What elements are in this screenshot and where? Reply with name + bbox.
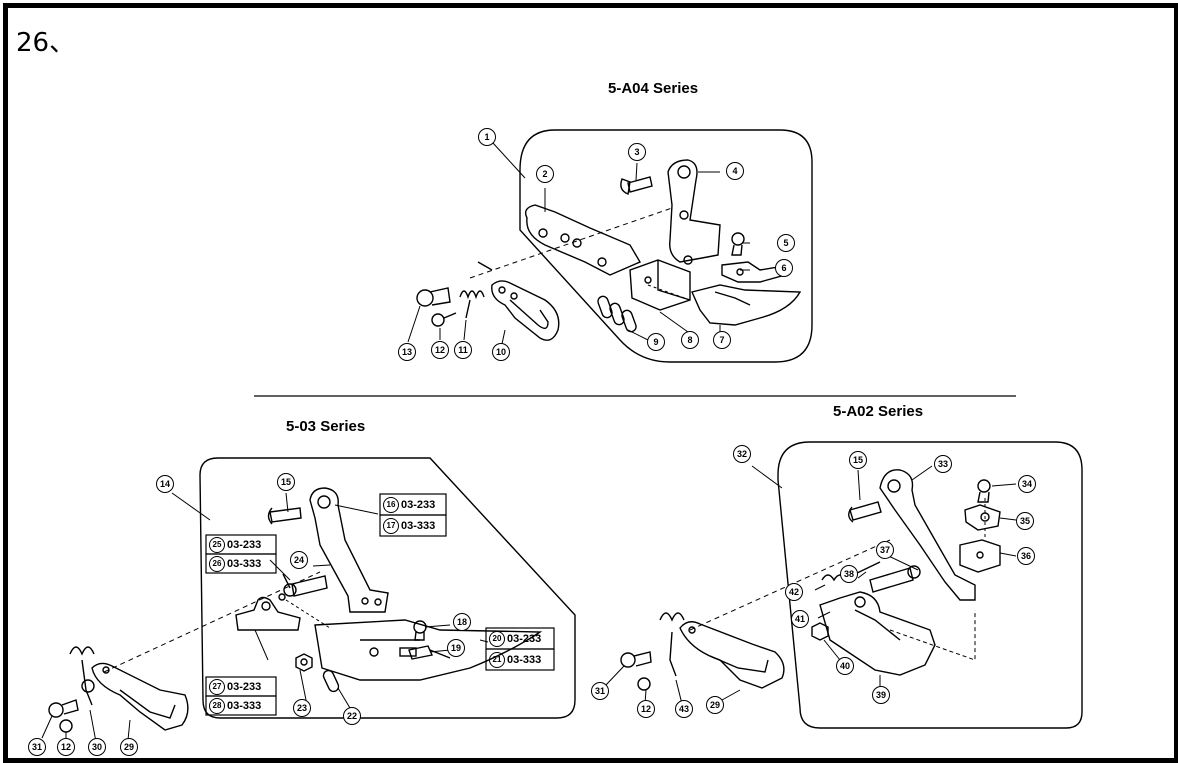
spring: [459, 261, 493, 319]
title-5-a02-series: 5-A02 Series: [833, 403, 924, 420]
part-callout-42: 42: [785, 583, 803, 601]
part-callout-10: 10: [492, 343, 510, 361]
title-5-03-series: 5-03 Series: [286, 418, 366, 435]
part-callout-17: 17: [383, 517, 399, 534]
model-code-boxes: [205, 493, 555, 716]
part-callout-7: 7: [713, 331, 731, 349]
assembly-leader: [469, 207, 673, 279]
part-callout-16: 16: [383, 496, 399, 513]
part-callout-34: 34: [1018, 475, 1036, 493]
assembly-leader: [103, 571, 321, 673]
assembly-outline-03: [199, 457, 576, 719]
model-code: 03-233: [227, 680, 262, 693]
assembly-outline-a04: [519, 129, 813, 363]
part-callout-39: 39: [872, 686, 890, 704]
part-callout-2: 2: [536, 165, 554, 183]
lifter-bracket: [879, 469, 976, 601]
group-5-a02: [604, 441, 1083, 729]
model-code: 03-233: [507, 632, 542, 645]
model-code: 03-333: [507, 653, 542, 666]
part-callout-15: 15: [277, 473, 295, 491]
model-code: 03-333: [401, 519, 436, 532]
part-callout-40: 40: [836, 657, 854, 675]
part-callout-41: 41: [791, 610, 809, 628]
part-callout-13: 13: [398, 343, 416, 361]
model-code: 03-233: [227, 538, 262, 551]
assembly-outline-a02: [777, 441, 1083, 729]
part-callout-6: 6: [775, 259, 793, 277]
spring: [659, 612, 685, 677]
part-callout-14: 14: [156, 475, 174, 493]
lift-lever: [491, 280, 560, 341]
lift-lever: [91, 662, 189, 731]
part-callout-38: 38: [840, 565, 858, 583]
part-callout-23: 23: [293, 699, 311, 717]
presser-arm: [524, 204, 642, 276]
part-callout-1: 1: [478, 128, 496, 146]
part-callout-36: 36: [1017, 547, 1035, 565]
model-code: 03-233: [401, 498, 436, 511]
part-callout-20: 20: [489, 630, 505, 647]
part-callout-31: 31: [28, 738, 46, 756]
part-callout-22: 22: [343, 707, 361, 725]
part-callout-18: 18: [453, 613, 471, 631]
spring: [69, 646, 95, 706]
part-callout-15: 15: [849, 451, 867, 469]
part-callout-43: 43: [675, 700, 693, 718]
page-number: 26、: [16, 28, 76, 58]
part-callout-19: 19: [447, 639, 465, 657]
part-callout-25: 25: [209, 536, 225, 553]
part-callout-9: 9: [647, 333, 665, 351]
part-callout-37: 37: [876, 541, 894, 559]
part-callout-8: 8: [681, 331, 699, 349]
part-callout-11: 11: [454, 341, 472, 359]
part-callout-21: 21: [489, 651, 505, 668]
part-callout-12: 12: [431, 341, 449, 359]
part-callout-3: 3: [628, 143, 646, 161]
part-callout-28: 28: [209, 697, 225, 714]
part-callout-35: 35: [1016, 512, 1034, 530]
part-callout-32: 32: [733, 445, 751, 463]
model-code: 03-333: [227, 699, 262, 712]
part-callout-31: 31: [591, 682, 609, 700]
pins: [597, 295, 637, 333]
model-code: 03-333: [227, 557, 262, 570]
part-callout-5: 5: [777, 234, 795, 252]
lifter-bracket: [309, 487, 389, 613]
group-5-a04: [407, 129, 813, 363]
part-callout-27: 27: [209, 678, 225, 695]
part-callout-29: 29: [706, 696, 724, 714]
part-callout-24: 24: [290, 551, 308, 569]
part-callout-4: 4: [726, 162, 744, 180]
presser-foot: [819, 591, 936, 676]
part-callout-29: 29: [120, 738, 138, 756]
presser-foot: [314, 619, 543, 681]
part-callout-12: 12: [637, 700, 655, 718]
lift-lever: [679, 621, 785, 689]
part-callout-33: 33: [934, 455, 952, 473]
group-5-03: [41, 457, 576, 743]
part-callout-12: 12: [57, 738, 75, 756]
title-5-a04-series: 5-A04 Series: [608, 80, 699, 97]
part-callout-30: 30: [88, 738, 106, 756]
part-callout-26: 26: [209, 555, 225, 572]
lifter-bracket: [667, 159, 721, 263]
